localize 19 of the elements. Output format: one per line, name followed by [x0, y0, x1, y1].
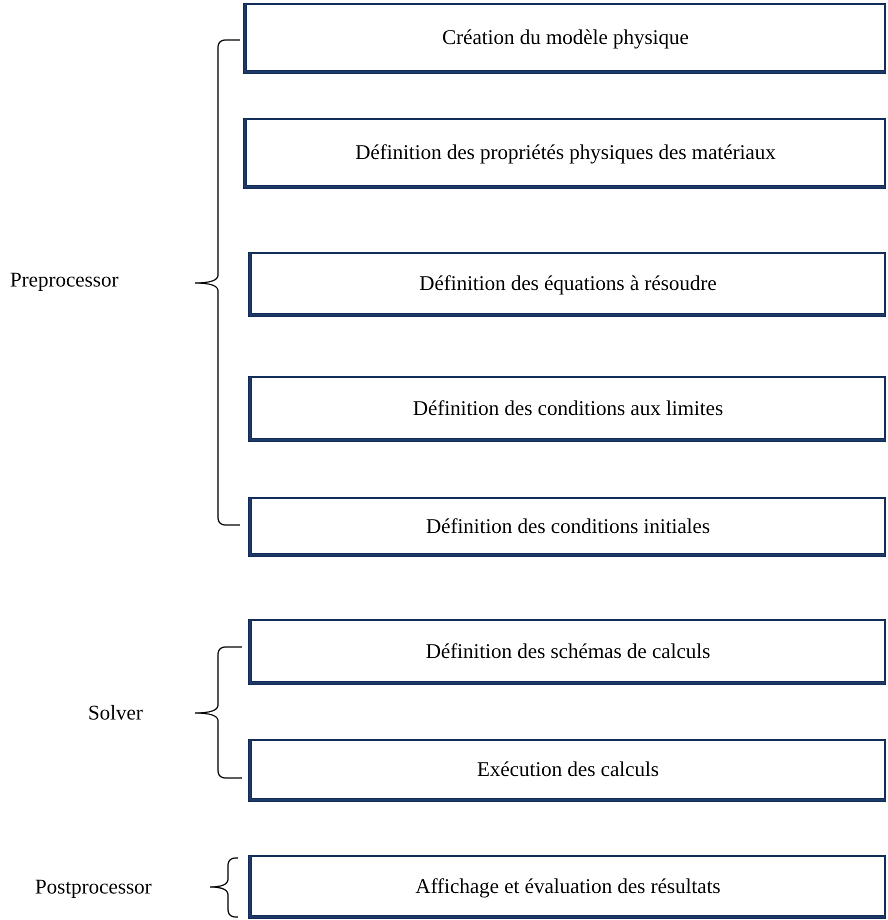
process-box [248, 497, 886, 557]
box-text: Définition des conditions aux limites [412, 396, 724, 420]
process-box [248, 376, 886, 442]
process-box [248, 855, 886, 919]
box-text: Définition des schémas de calculs [426, 638, 710, 664]
box-text: Exécution des calculs [477, 757, 659, 782]
group-label: Postprocessor [35, 874, 152, 900]
box-text: Définition des conditions initiales [426, 514, 710, 538]
process-box [248, 739, 886, 802]
process-box [243, 118, 886, 189]
process-box [243, 3, 886, 74]
box-text: Affichage et évaluation des résultats [415, 874, 721, 898]
box-text: Définition des propriétés physiques des matériaux [355, 140, 776, 165]
process-box [248, 619, 886, 685]
box-text: Définition des équations à résoudre [419, 271, 717, 296]
box-text: Création du modèle physique [442, 25, 689, 50]
process-box [248, 252, 886, 317]
group-label: Preprocessor [10, 268, 118, 292]
group-label: Solver [88, 700, 143, 726]
